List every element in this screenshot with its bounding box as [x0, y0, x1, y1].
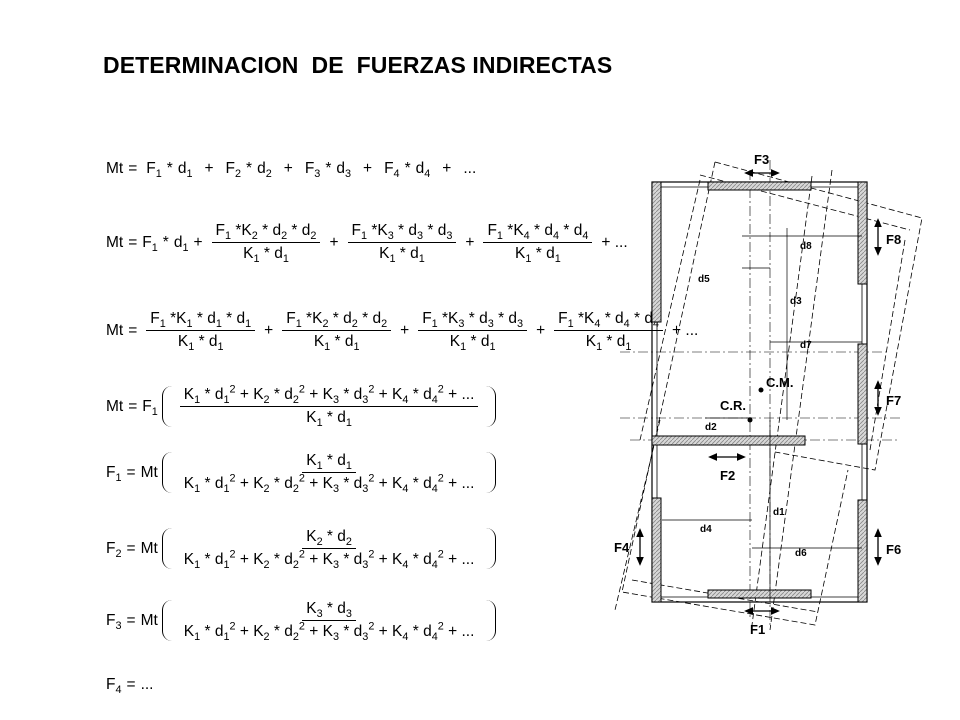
- equals-sign: =: [128, 160, 138, 177]
- fraction: K2 * d2 K1 * d12 + K2 * d22 + K3 * d32 +…: [183, 528, 475, 571]
- fraction: F1 *K2 * d2 * d2 K1 * d1: [211, 222, 321, 264]
- equation-5: F1 = Mt K1 * d1 K1 * d12 + K2 * d22 + K3…: [106, 452, 497, 495]
- fraction: F1 *K3 * d3 * d3 K1 * d1: [347, 222, 457, 264]
- label-F6: F6: [886, 542, 901, 557]
- equation-4: Mt = F1 K1 * d12 + K2 * d22 + K3 * d32 +…: [106, 384, 497, 428]
- label-F7: F7: [886, 393, 901, 408]
- label-F4: F4: [614, 540, 630, 555]
- fraction: F1 *K4 * d4 * d4 K1 * d1: [483, 222, 593, 264]
- fraction: F1 *K2 * d2 * d2 K1 * d1: [282, 310, 392, 352]
- fraction: F1 *K4 * d4 * d4 K1 * d1: [554, 310, 664, 352]
- center-of-rigidity-marker: [747, 417, 753, 423]
- label-d4: d4: [700, 524, 712, 535]
- wall-right-bottom: [857, 499, 868, 603]
- walls: [651, 181, 868, 603]
- wall-right-top: [857, 181, 868, 285]
- fraction: F1 *K3 * d3 * d3 K1 * d1: [418, 310, 528, 352]
- wall-top: [707, 181, 812, 191]
- equation-6: F2 = Mt K2 * d2 K1 * d12 + K2 * d22 + K3…: [106, 528, 497, 571]
- wall-left-top: [651, 181, 662, 323]
- dimension-lines: [662, 228, 862, 598]
- wall-left-bottom: [651, 497, 662, 603]
- label-F8: F8: [886, 232, 901, 247]
- label-CM: C.M.: [766, 375, 793, 390]
- label-CR: C.R.: [720, 398, 746, 413]
- fraction: K1 * d12 + K2 * d22 + K3 * d32 + K4 * d4…: [179, 384, 479, 428]
- label-d2: d2: [705, 422, 717, 433]
- force-arrows: [636, 169, 882, 615]
- wall-bottom: [707, 589, 812, 599]
- structural-plan-diagram: F3 F8 F7 F6 F4 F2 F1 C.M. C.R. d8 d5 d3 …: [614, 152, 923, 637]
- label-d6: d6: [795, 548, 807, 559]
- mt-symbol: Mt: [106, 160, 124, 177]
- diagram-labels: F3 F8 F7 F6 F4 F2 F1 C.M. C.R.: [614, 152, 901, 637]
- label-d3: d3: [790, 296, 802, 307]
- center-of-mass-marker: [758, 387, 764, 393]
- label-d8: d8: [800, 241, 812, 252]
- fraction: K3 * d3 K1 * d12 + K2 * d22 + K3 * d32 +…: [183, 600, 475, 643]
- fraction: K1 * d1 K1 * d12 + K2 * d22 + K3 * d32 +…: [183, 452, 475, 495]
- equation-8: F4 = ...: [106, 676, 154, 696]
- wall-right-mid: [857, 343, 868, 445]
- dimension-labels: d8 d5 d3 d7 d2 d4 d1 d6: [698, 241, 812, 559]
- label-d1: d1: [773, 507, 785, 518]
- page-title: DETERMINACION DE FUERZAS INDIRECTAS: [103, 52, 613, 78]
- label-F2: F2: [720, 468, 735, 483]
- equation-1: Mt = F1 * d1 + F2 * d2 + F3 * d3 + F4 * …: [106, 160, 477, 180]
- label-F1: F1: [750, 622, 765, 637]
- label-F3: F3: [754, 152, 769, 167]
- wall-middle: [651, 435, 806, 446]
- label-d5: d5: [698, 274, 710, 285]
- equation-7: F3 = Mt K3 * d3 K1 * d12 + K2 * d22 + K3…: [106, 600, 497, 643]
- label-d7: d7: [800, 340, 812, 351]
- equation-3: Mt = F1 *K1 * d1 * d1 K1 * d1 + F1 *K2 *…: [106, 310, 699, 353]
- equation-2: Mt = F1 * d1 + F1 *K2 * d2 * d2 K1 * d1 …: [106, 222, 628, 265]
- fraction: F1 *K1 * d1 * d1 K1 * d1: [146, 310, 256, 352]
